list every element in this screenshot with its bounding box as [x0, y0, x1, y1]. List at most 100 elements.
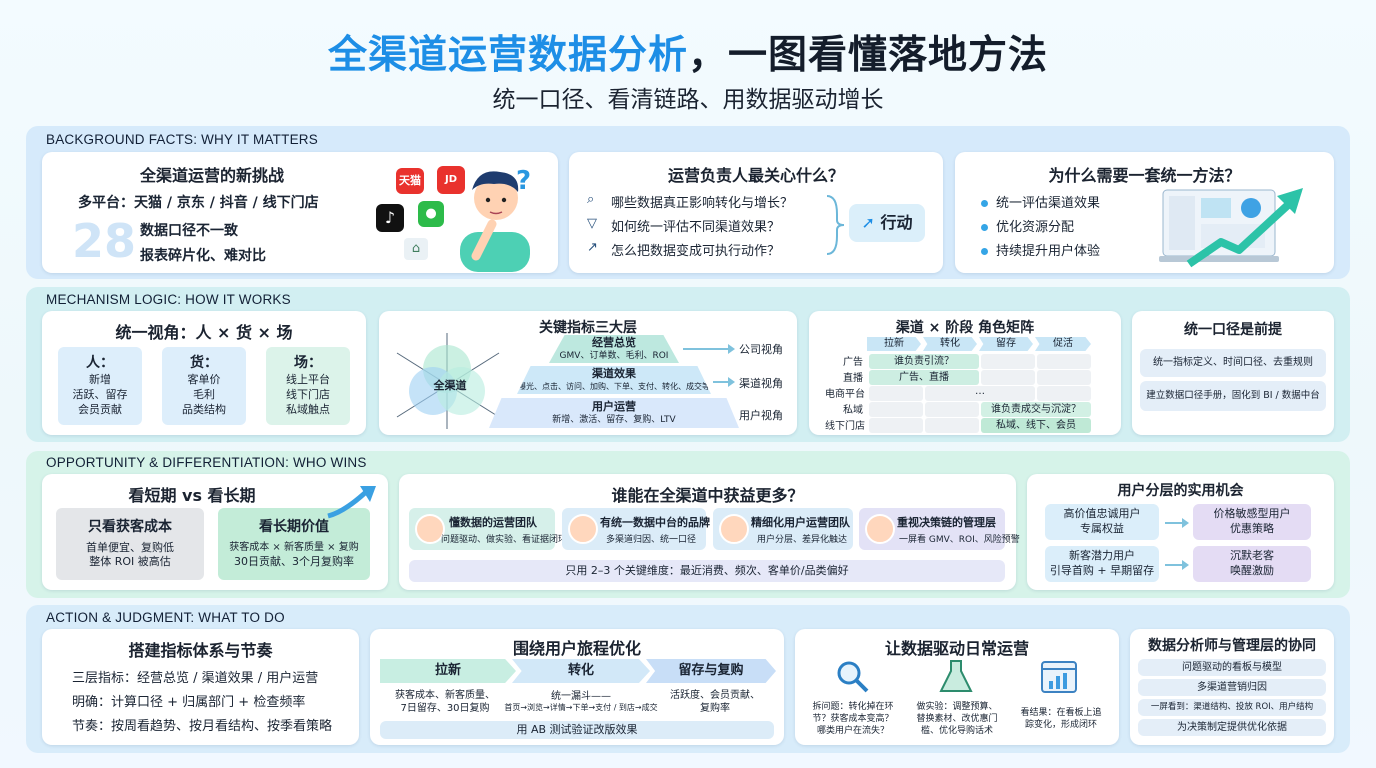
note-live: 广告、直播 [899, 371, 949, 383]
who-wins-card: 谁能在全渠道中获益更多？ 懂数据的运营团队 问题驱动、做实验、看证据闭环 有统一… [399, 474, 1020, 590]
title-rest: ，一图看懂落地方法 [688, 33, 1049, 78]
row-live: 直播 [843, 373, 863, 384]
funnel-icon: ▽ [587, 216, 597, 231]
note-ad: 谁负责引流？ [894, 355, 954, 367]
growth-arrow-icon [1277, 188, 1303, 214]
step-convert: 转化 [512, 659, 650, 683]
stage-acquire: 拉新 [867, 337, 921, 351]
challenge-line-2: 数据口径不一致 [140, 223, 238, 239]
method-bullet-3: 持续提升用户体验 [981, 240, 1100, 259]
collab-row-3: 一屏看到：渠道结构、投放 ROI、用户结构 [1138, 699, 1326, 716]
layer-channel: 渠道效果曝光、点击、访问、加购、下单、支付、转化、成交等 [517, 366, 711, 394]
collaboration-card: 数据分析师与管理层的协同 问题驱动的看板与模型 多渠道营销归因 一屏看到：渠道结… [1130, 629, 1334, 745]
metric-system-line-2: 明确：计算口径 + 归属部门 + 检查频率 [72, 695, 306, 710]
growth-arrow-icon [327, 486, 376, 519]
step-convert-desc: 统一漏斗——首页→浏览→详情→下单→支付 / 到店→成交 [504, 690, 658, 713]
daily-ops-experiment: 做实验：调整预算、替换素材、改优惠门槛、优化导购话术 [916, 701, 998, 737]
unified-method-card: 为什么需要一套统一方法？ 统一评估渠道效果 优化资源分配 持续提升用户体验 [955, 152, 1334, 273]
section-label-mechanism: MECHANISM LOGIC: HOW IT WORKS [46, 292, 291, 307]
segment-dormant: 沉默老客唤醒激励 [1193, 546, 1311, 582]
concern-3: 怎么把数据变成可执行动作？ [611, 244, 781, 259]
step-retain-desc: 活跃度、会员贡献、复购率 [670, 689, 760, 715]
team-card-ops: 懂数据的运营团队 问题驱动、做实验、看证据闭环 [409, 508, 567, 550]
segment-price-sensitive: 价格敏感型用户优惠策略 [1193, 504, 1311, 540]
thinking-person-icon [460, 171, 530, 272]
layer-user: 用户运营新增、激活、留存、复购、LTV [489, 398, 739, 428]
segment-title: 用户分层的实用机会 [1117, 483, 1244, 499]
flask-icon [939, 660, 973, 692]
challenge-platforms: 多平台：天猫 / 京东 / 抖音 / 线下门店 [78, 195, 319, 211]
metrics-layers-title: 关键指标三大层 [539, 320, 637, 336]
chart-window-icon [1041, 661, 1077, 693]
note-private: 谁负责成交与沉淀？ [991, 403, 1081, 415]
collaboration-title: 数据分析师与管理层的协同 [1148, 638, 1316, 654]
store-icon: ⌂ [404, 238, 428, 260]
challenge-card: 全渠道运营的新挑战 多平台：天猫 / 京东 / 抖音 / 线下门店 28 数据口… [42, 152, 558, 273]
daily-ops-split: 拆问题：转化掉在环节？获客成本变高？哪类用户在流失？ [812, 701, 894, 737]
step-retain: 留存与复购 [646, 659, 776, 683]
stage-convert: 转化 [923, 337, 977, 351]
ab-test-footer: 用 AB 测试验证改版效果 [380, 721, 774, 739]
people-goods-venue-card: 统一视角：人 × 货 × 场 人：新增活跃、留存会员贡献 货：客单价毛利品类结构… [42, 311, 366, 435]
step-acquire: 拉新 [380, 659, 516, 683]
segment-high-value: 高价值忠诚用户专属权益 [1045, 504, 1159, 540]
tmall-app-icon: 天猫 [396, 168, 424, 194]
dashboard-laptop-icon [1159, 188, 1303, 268]
short-long-title: 看短期 vs 看长期 [128, 486, 256, 505]
method-bullet-2: 优化资源分配 [981, 216, 1074, 235]
daily-ops-title: 让数据驱动日常运营 [884, 639, 1029, 658]
row-ecommerce: 电商平台 [825, 389, 865, 400]
page-title: 全渠道运营数据分析，一图看懂落地方法 [0, 24, 1376, 80]
row-offline: 线下门店 [825, 421, 865, 432]
metric-system-card: 搭建指标体系与节奏 三层指标：经营总览 / 渠道效果 / 用户运营 明确：计算口… [42, 629, 359, 745]
user-avatar-icon [865, 514, 895, 544]
unified-method-title: 为什么需要一套统一方法？ [1048, 166, 1241, 185]
note-offline: 私域、线下、会员 [996, 419, 1076, 431]
wechat-app-icon: ● [418, 201, 444, 227]
concern-2: 如何统一评估不同渠道效果？ [611, 220, 781, 235]
venn-icon [396, 333, 500, 429]
section-label-background: BACKGROUND FACTS: WHY IT MATTERS [46, 132, 318, 147]
section-label-action: ACTION & JUDGMENT: WHAT TO DO [46, 610, 285, 625]
segment-new-potential: 新客潜力用户引导首购 + 早期留存 [1045, 546, 1159, 582]
brace-arrow [826, 195, 845, 255]
question-mark-icon: ? [516, 166, 532, 196]
challenge-title: 全渠道运营的新挑战 [139, 166, 284, 185]
concerns-card: 运营负责人最关心什么？ ⌕ 哪些数据真正影响转化与增长？ ▽ 如何统一评估不同渠… [569, 152, 943, 273]
caliber-line-1: 统一指标定义、时间口径、去重规则 [1140, 349, 1326, 377]
collab-row-1: 问题驱动的看板与模型 [1138, 659, 1326, 676]
section-label-opportunity: OPPORTUNITY & DIFFERENTIATION: WHO WINS [46, 455, 367, 470]
team-card-brand: 有统一数据中台的品牌 多渠道归因、统一口径 [562, 508, 710, 550]
title-highlight: 全渠道运营数据分析 [327, 33, 688, 78]
pgv-goods: 货：客单价毛利品类结构 [162, 347, 246, 425]
user-segment-card: 用户分层的实用机会 高价值忠诚用户专属权益 价格敏感型用户优惠策略 新客潜力用户… [1027, 474, 1334, 590]
challenge-line-3: 报表碎片化、难对比 [140, 248, 266, 264]
user-avatar-icon [719, 514, 749, 544]
trend-icon: ↗ [587, 240, 598, 255]
role-matrix-card: 渠道 × 阶段 角色矩阵 拉新 转化 留存 促活 广告 直播 电商平台 私域 线… [809, 311, 1121, 435]
view-channel: 渠道视角 [739, 377, 783, 390]
daily-ops-card: 让数据驱动日常运营 拆问题：转化掉在环节？获客成本变高？哪类用户在流失？ 做实验… [795, 629, 1119, 745]
row-ad: 广告 [843, 357, 863, 368]
challenge-big-number: 28 [72, 214, 137, 268]
page-subtitle: 统一口径、看清链路、用数据驱动增长 [492, 87, 884, 113]
stage-retain: 留存 [979, 337, 1033, 351]
venn-center-label: 全渠道 [433, 379, 467, 392]
short-vs-long-card: 看短期 vs 看长期 只看获客成本首单便宜、复购低整体 ROI 被高估 看长期价… [42, 474, 388, 590]
user-avatar-icon [568, 514, 598, 544]
collab-row-4: 为决策制定提供优化依据 [1138, 719, 1326, 736]
pgv-venue: 场：线上平台线下门店私域触点 [266, 347, 350, 425]
who-wins-title: 谁能在全渠道中获益更多？ [611, 486, 804, 505]
view-user: 用户视角 [739, 409, 783, 422]
caliber-title: 统一口径是前提 [1184, 322, 1282, 338]
pgv-title: 统一视角：人 × 货 × 场 [115, 323, 293, 342]
team-card-user-ops: 精细化用户运营团队 用户分层、差异化触达 [713, 508, 853, 550]
journey-title: 围绕用户旅程优化 [512, 639, 641, 658]
jd-app-icon: JD [437, 166, 465, 194]
collab-row-2: 多渠道营销归因 [1138, 679, 1326, 696]
team-card-management: 重视决策链的管理层 一屏看 GMV、ROI、风险预警 [859, 508, 1020, 550]
pgv-people: 人：新增活跃、留存会员贡献 [58, 347, 142, 425]
